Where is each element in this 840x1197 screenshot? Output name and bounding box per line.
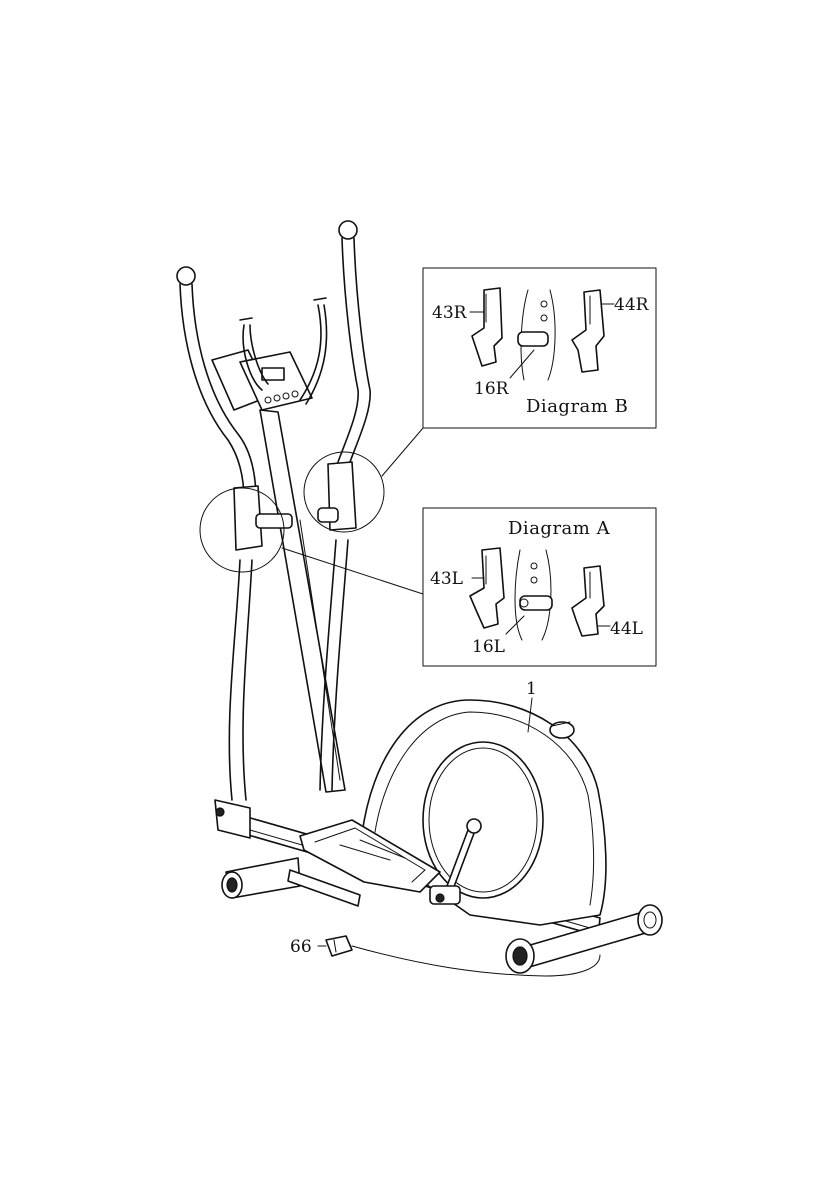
label-43r: 43R <box>432 303 468 323</box>
label-16r: 16R <box>474 379 510 399</box>
callouts <box>200 428 423 594</box>
left-moving-arm <box>177 267 292 800</box>
diagram-a-title: Diagram A <box>508 518 611 539</box>
console-mast <box>212 298 345 792</box>
label-43l: 43L <box>430 569 463 589</box>
diagram-b-title: Diagram B <box>526 396 628 417</box>
label-part-1: 1 <box>526 679 537 699</box>
flywheel-housing <box>362 700 606 925</box>
label-44l: 44L <box>610 619 643 639</box>
label-44r: 44R <box>614 295 650 315</box>
label-part-66: 66 <box>290 937 312 957</box>
label-16l: 16L <box>472 637 505 657</box>
